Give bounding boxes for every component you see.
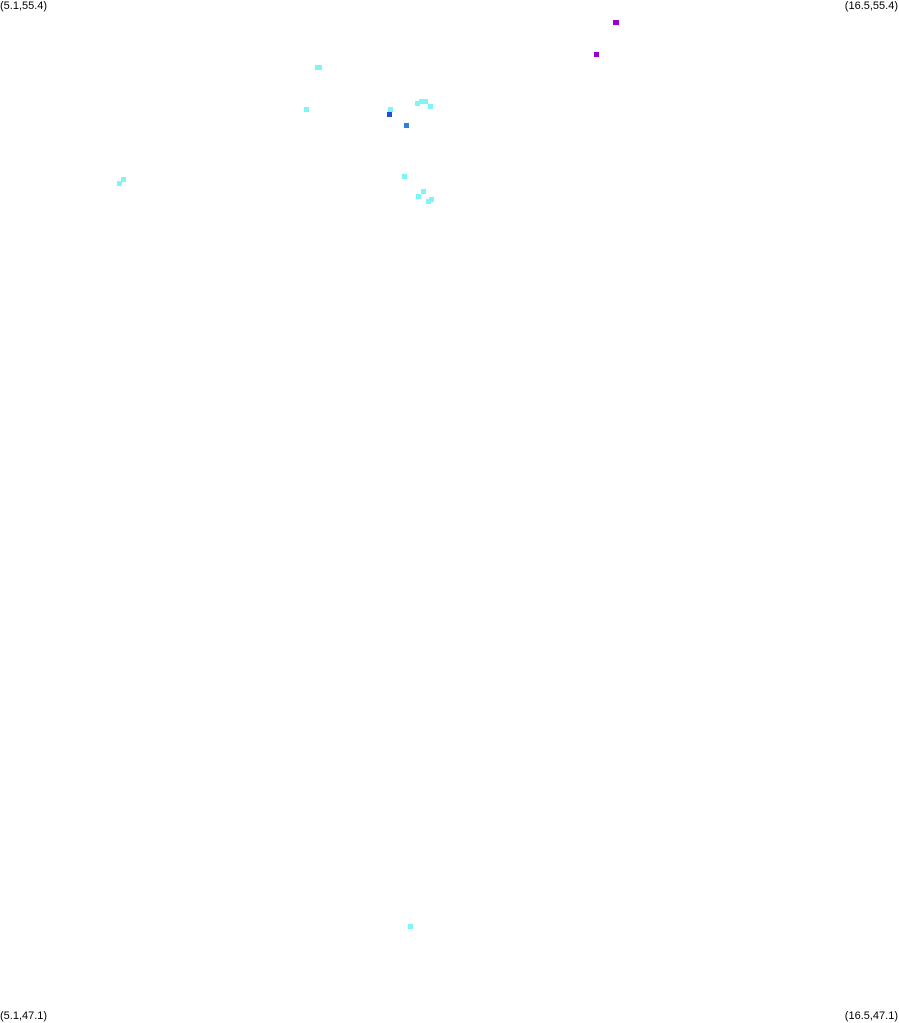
map-point-marker[interactable] [387, 112, 392, 117]
corner-label-bottom-right: (16.5,47.1) [844, 1010, 898, 1022]
map-point-marker[interactable] [404, 123, 409, 128]
corner-label-top-left: (5.1,55.4) [0, 0, 48, 12]
corner-label-bottom-left: (5.1,47.1) [0, 1010, 48, 1022]
map-point-marker[interactable] [594, 52, 599, 57]
corner-label-top-right: (16.5,55.4) [844, 0, 898, 12]
map-point-marker[interactable] [429, 197, 434, 202]
map-point-marker[interactable] [614, 20, 619, 25]
map-point-marker[interactable] [419, 99, 424, 104]
map-point-marker[interactable] [428, 104, 433, 109]
map-point-marker[interactable] [416, 194, 421, 199]
map-point-marker[interactable] [421, 189, 426, 194]
map-point-marker[interactable] [304, 107, 309, 112]
map-point-marker[interactable] [415, 101, 420, 106]
map-point-marker[interactable] [402, 174, 407, 179]
map-point-marker[interactable] [121, 177, 126, 182]
map-point-marker[interactable] [317, 65, 322, 70]
map-point-marker[interactable] [423, 99, 428, 104]
map-point-marker[interactable] [426, 199, 431, 204]
map-point-marker[interactable] [388, 107, 393, 112]
map-point-marker[interactable] [117, 181, 122, 186]
map-point-marker[interactable] [408, 924, 413, 929]
